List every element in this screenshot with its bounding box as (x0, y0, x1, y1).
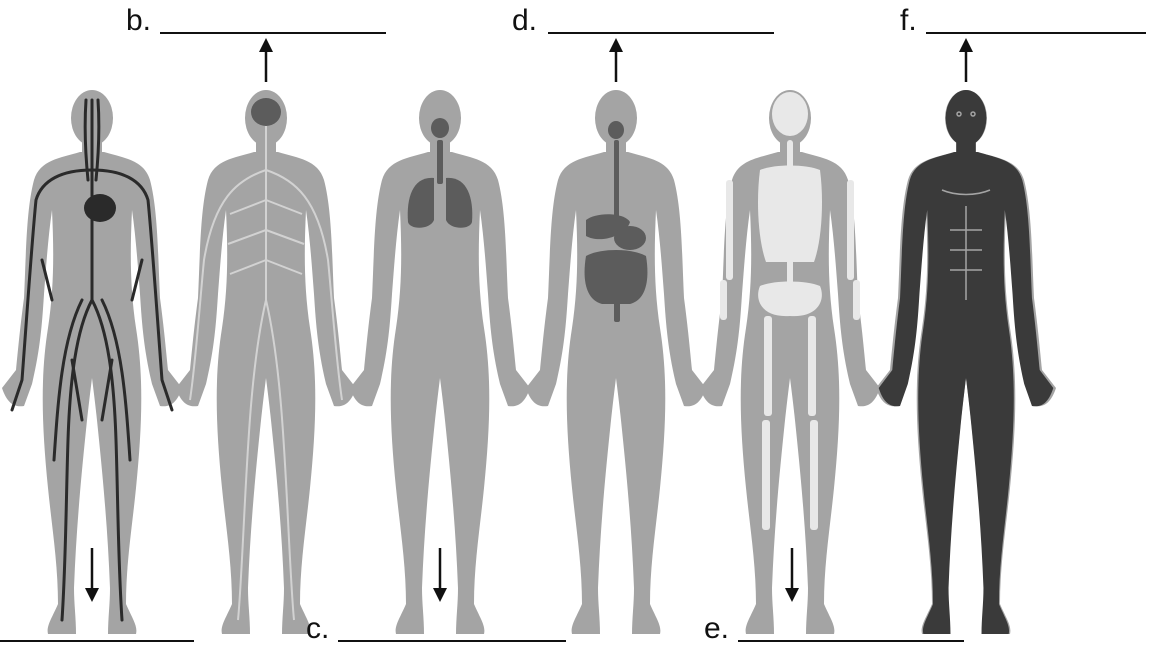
label-e-letter: e. (704, 614, 729, 644)
label-c: c. (306, 608, 576, 648)
label-a (0, 608, 200, 648)
label-b-letter: b. (126, 6, 151, 36)
label-arrows (85, 38, 973, 602)
arrow-c (433, 548, 447, 602)
label-b: b. (126, 0, 396, 40)
arrow-f (959, 38, 973, 82)
figure-nervous (176, 90, 356, 634)
label-e: e. (704, 608, 974, 648)
label-d-blank-line (548, 32, 774, 34)
label-d-letter: d. (512, 6, 537, 36)
figure-muscular (876, 90, 1056, 634)
arrow-a (85, 548, 99, 602)
figure-skeletal (700, 90, 880, 634)
label-f: f. (900, 0, 1149, 40)
label-d: d. (512, 0, 782, 40)
label-b-blank-line (160, 32, 386, 34)
arrow-b (259, 38, 273, 82)
label-c-letter: c. (306, 614, 329, 644)
label-f-letter: f. (900, 6, 917, 36)
arrow-e (785, 548, 799, 602)
arrow-d (609, 38, 623, 82)
figure-digestive (526, 90, 706, 634)
label-c-blank-line (338, 640, 566, 642)
label-e-blank-line (738, 640, 964, 642)
label-f-blank-line (926, 32, 1146, 34)
label-a-blank-line (0, 640, 194, 642)
